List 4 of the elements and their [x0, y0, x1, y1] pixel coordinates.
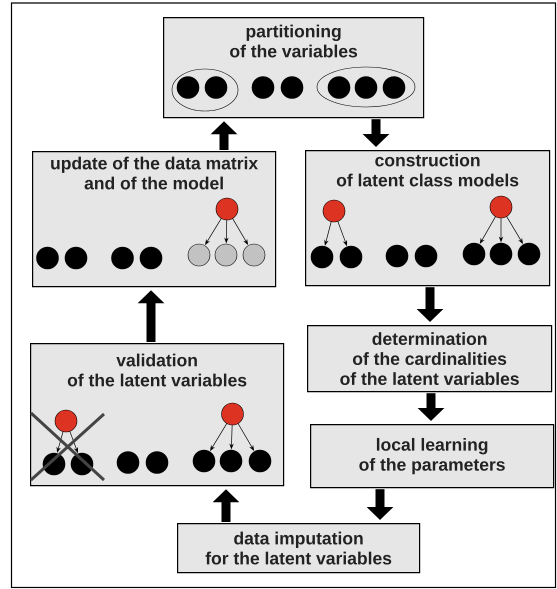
process-box: update of the data matrix and of the model	[32, 151, 276, 288]
process-box: determination of the cardinalities of the latent variables	[307, 325, 552, 392]
process-box: local learning of the parameters	[310, 424, 554, 488]
process-box: data imputation for the latent variables	[177, 523, 420, 574]
